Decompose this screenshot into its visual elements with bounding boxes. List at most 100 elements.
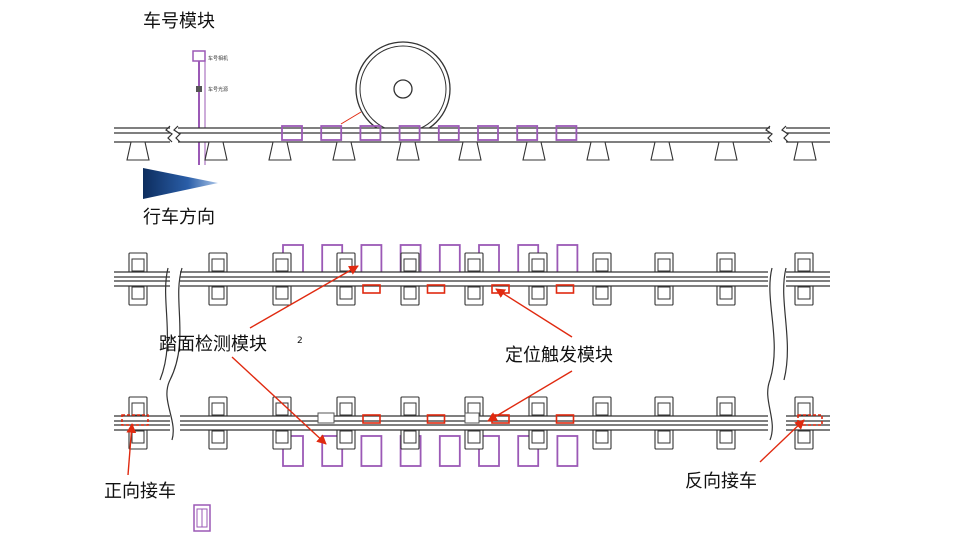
break-curve-right [767, 267, 775, 441]
forward-end-trigger [121, 414, 149, 426]
tread-sensor-plan [438, 244, 461, 276]
tie-fastener [531, 258, 545, 272]
wheel-pointer [340, 111, 362, 125]
tie-fastener [797, 402, 811, 416]
tie-fastener [595, 430, 609, 444]
break-mark [165, 125, 173, 143]
lower-rail [114, 396, 830, 450]
cabinet-icon [193, 504, 211, 532]
rail-body [114, 416, 170, 430]
reverse-arrow [759, 419, 805, 463]
tread-sensor-plan [517, 435, 540, 467]
break-mark [173, 125, 181, 143]
tread-sensor [359, 125, 382, 141]
tie-fastener [275, 286, 289, 300]
tie-fastener [797, 286, 811, 300]
rail-body [786, 416, 830, 430]
plan-view: 踏面检测模块 2 定位触发模块 正向接车 反向接车 [104, 244, 830, 532]
tie-fastener [131, 258, 145, 272]
tie-fastener [339, 430, 353, 444]
trigger-modules-top [362, 284, 575, 294]
positioning-trigger-label: 定位触发模块 [505, 345, 613, 366]
tie-fastener [797, 430, 811, 444]
tread-sensor [555, 125, 578, 141]
trigger-arrow-down [487, 370, 573, 422]
tie-fastener [211, 402, 225, 416]
tie-fastener [339, 402, 353, 416]
break-curve-right-2 [783, 267, 788, 381]
tread-sensor-plan [360, 435, 383, 467]
tie-fastener [131, 286, 145, 300]
sleeper [793, 141, 817, 161]
positioning-trigger [362, 414, 381, 424]
tread-sensor [477, 125, 499, 141]
tie-fastener [211, 286, 225, 300]
tread-sensor-plan [438, 435, 461, 467]
tie-fastener [339, 258, 353, 272]
positioning-trigger [426, 284, 446, 294]
tie-fastener [403, 430, 417, 444]
rail-body [786, 272, 830, 286]
tie-fastener [467, 430, 481, 444]
sleeper [458, 141, 482, 161]
tie-fastener [531, 402, 545, 416]
tie-fastener [211, 430, 225, 444]
direction-arrow-icon [143, 168, 218, 199]
tread-sensor [516, 125, 539, 141]
sleeper [268, 141, 292, 161]
pole-tag-bottom: 车号光源 [208, 86, 228, 93]
car-number-pole: 车号相机 车号光源 [192, 50, 228, 165]
break-mark [781, 125, 789, 143]
tread-arrow-down [231, 356, 327, 445]
side-sensors [281, 125, 578, 141]
pole-tag-top: 车号相机 [208, 55, 228, 62]
tie-fastener [339, 286, 353, 300]
positioning-trigger [555, 284, 575, 294]
side-view: 车号模块 车号相机 车号光源 [114, 11, 830, 228]
forward-receive-label: 正向接车 [104, 481, 176, 502]
tie-fastener [657, 286, 671, 300]
sleeper [650, 141, 674, 161]
tread-arrow-up [249, 265, 359, 329]
forward-arrow [126, 423, 137, 476]
break-curve-left-2 [159, 267, 169, 381]
tread-sensor-plan [556, 244, 579, 276]
tie-fastener [403, 258, 417, 272]
tie-fastener [275, 402, 289, 416]
note-marker: 2 [297, 336, 303, 346]
tie-fastener [211, 258, 225, 272]
side-sleepers [126, 141, 817, 161]
sleeper [126, 141, 150, 161]
tie-fastener [275, 258, 289, 272]
sleeper [586, 141, 610, 161]
tread-sensor [281, 125, 303, 141]
tread-sensor-plan [360, 244, 383, 276]
tread-sensor [437, 125, 460, 141]
car-number-module-label: 车号模块 [143, 11, 215, 32]
tread-sensor-plan [321, 435, 344, 467]
reverse-receive-label: 反向接车 [685, 471, 757, 492]
sleeper [522, 141, 546, 161]
sleeper [714, 141, 738, 161]
pole-light-box [196, 86, 202, 92]
tread-detection-label: 踏面检测模块 [159, 334, 267, 355]
tie-fastener [657, 430, 671, 444]
sleeper [396, 141, 420, 161]
junction-box [317, 412, 335, 424]
side-rail [114, 125, 830, 143]
tread-sensor [320, 125, 343, 141]
rail-body [180, 272, 768, 286]
sleeper [204, 141, 228, 161]
plan-sensors-bottom [282, 435, 579, 467]
tie-fastener [531, 286, 545, 300]
pole-camera-head [192, 50, 206, 62]
tread-sensor-plan [478, 435, 500, 467]
driving-direction-label: 行车方向 [143, 207, 215, 228]
tread-sensor-plan [282, 435, 304, 467]
positioning-trigger [555, 414, 575, 424]
tie-fastener [719, 258, 733, 272]
tie-fastener [467, 286, 481, 300]
tie-fastener [595, 402, 609, 416]
tie-fastener [719, 402, 733, 416]
